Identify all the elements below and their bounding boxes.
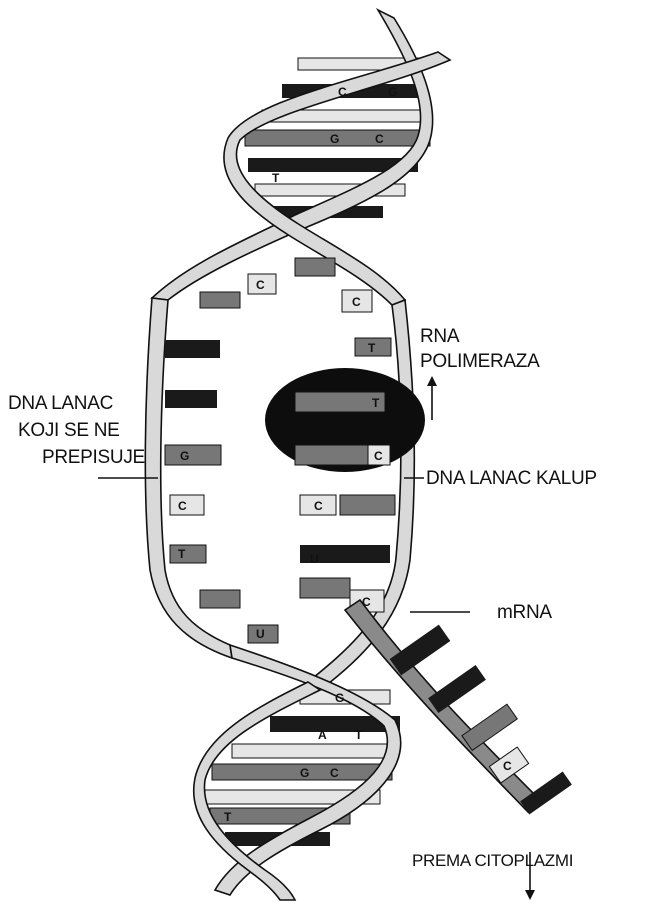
template-strand-callout: DNA LANAC KALUP [404,468,597,489]
prema-citoplazmi-label: PREMA CITOPLAZMI [412,851,573,870]
base-label-u: U [310,552,319,566]
upper-strand-a [152,10,433,300]
nontemplate-base [295,258,335,276]
nontemplate-base [170,495,204,515]
template-base [300,578,350,598]
up-arrow-icon [427,376,437,386]
template-strand-label: DNA LANAC KALUP [426,468,597,489]
base-label-c: C [503,759,512,773]
nontemplate-base [170,545,206,563]
rna-polimeraza-label-line1: RNA [420,326,460,347]
base-label-t: T [355,728,363,742]
nontemplate-base [165,340,220,358]
base-label-g: G [300,766,309,780]
base-label-c: C [178,499,187,513]
mrna-callout: mRNA [410,602,552,623]
base-label-t: T [224,810,232,824]
base-label-t: T [372,396,380,410]
base-label-g: G [330,132,339,146]
base-label-u: U [256,627,265,641]
template-base [340,495,395,515]
base-label-c: C [375,132,384,146]
nontemplate-base [200,292,240,308]
base-label-c: C [338,85,347,99]
base-label-t: T [368,341,376,355]
base-label-a: A [318,728,327,742]
base-label-c: C [314,499,323,513]
base-label-c: C [330,766,339,780]
lower-helix: C G T G T A [194,645,401,900]
nontemplate-base [200,590,240,608]
rna-polimeraza-label-line2: POLIMERAZA [420,351,540,372]
prema-citoplazmi-callout: PREMA CITOPLAZMI [412,851,573,900]
base-label-g: G [335,691,344,705]
down-arrow-icon [525,890,535,900]
base-label-g: G [180,449,189,463]
lower-rung [232,744,392,758]
rna-polimeraza-callout: RNA POLIMERAZA [420,326,540,420]
nontemplate-label-line2: KOJI SE NE [18,420,120,441]
base-label-g: G [388,85,397,99]
base-label-t: T [178,547,186,561]
base-label-c: C [256,278,265,292]
mrna-base [428,665,486,713]
mrna-base [462,704,517,750]
nontemplate-base [165,445,221,465]
nontemplate-strand-callout: DNA LANAC KOJI SE NE PREPISUJE [8,393,158,478]
nontemplate-label-line1: DNA LANAC [8,393,113,414]
transcription-bubble: C C C T U G T C C U C T [145,258,425,690]
nontemplate-label-line3: PREPISUJE [42,447,145,468]
base-label-c: C [352,295,361,309]
base-label-t: T [272,171,280,185]
mrna-label: mRNA [497,602,552,623]
base-label-c: C [374,449,383,463]
nontemplate-base [165,390,217,408]
